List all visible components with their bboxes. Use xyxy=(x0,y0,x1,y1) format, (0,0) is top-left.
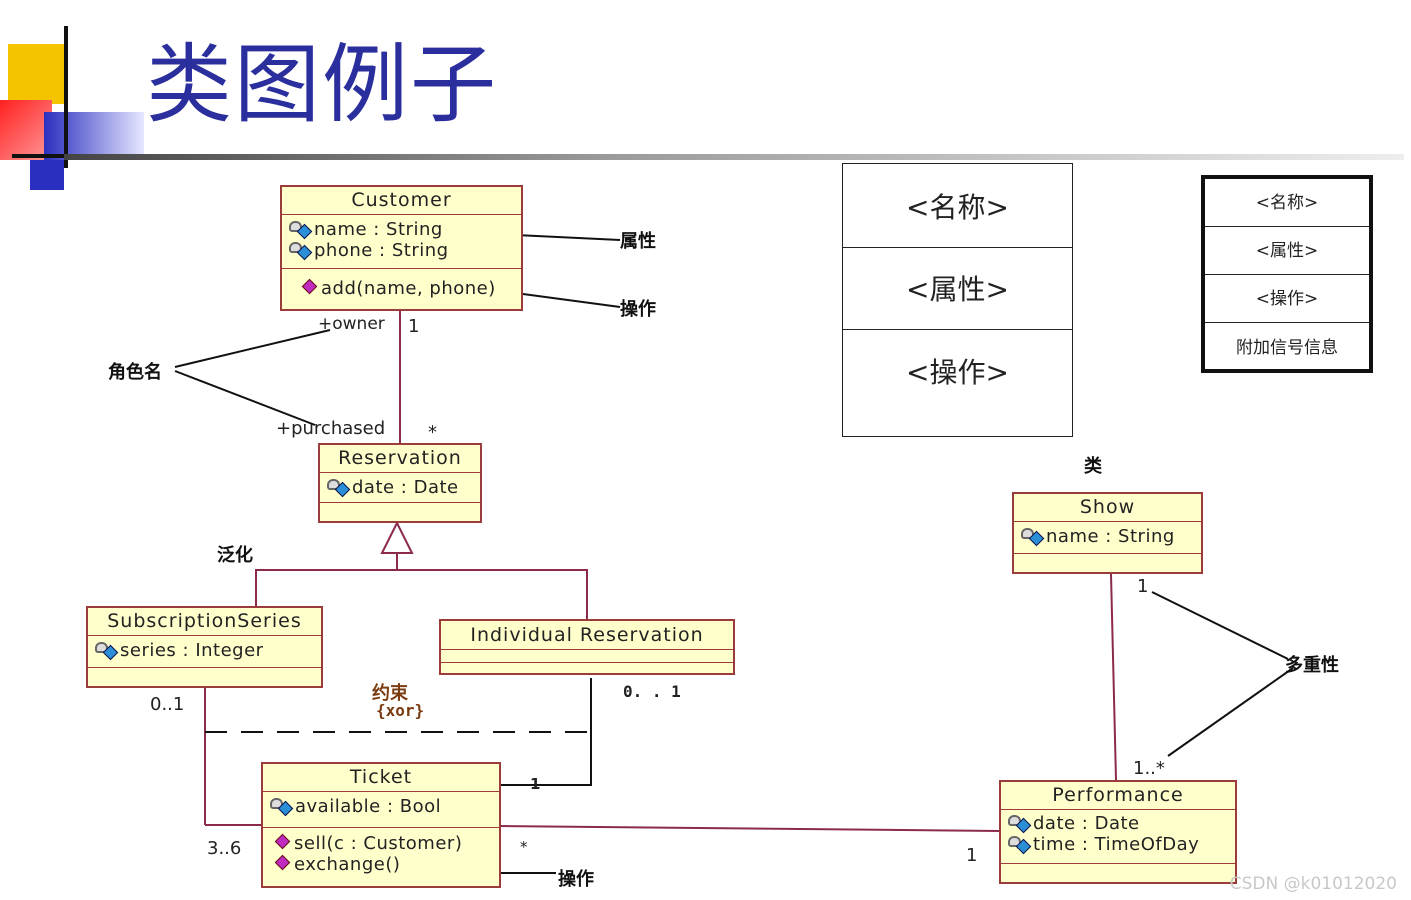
annotation-role-name: 角色名 xyxy=(108,362,162,383)
mult-reservation: * xyxy=(428,422,437,443)
deco-horizontal-bar xyxy=(12,154,74,158)
deco-yellow-square xyxy=(8,44,66,104)
class-name: Show xyxy=(1014,494,1201,522)
attribute-row: name : String xyxy=(1014,526,1201,547)
class-ticket: Ticket available : Bool sell(c : Custome… xyxy=(261,762,501,888)
page-title: 类图例子 xyxy=(146,35,498,135)
public-operation-icon xyxy=(301,278,318,295)
legend-class-notation: <名称> <属性> <操作> xyxy=(842,163,1073,437)
public-operation-icon xyxy=(274,854,291,871)
annotation-operation-ticket: 操作 xyxy=(558,869,594,890)
class-reservation: Reservation date : Date xyxy=(318,443,482,523)
attribute-row: name : String xyxy=(282,219,521,240)
legend-name-compartment: <名称> xyxy=(843,164,1072,248)
attributes-section: date : Date xyxy=(320,473,480,503)
private-attribute-icon xyxy=(94,642,119,661)
mult-pointer-perf xyxy=(1167,667,1294,757)
attribute-row: available : Bool xyxy=(263,796,499,817)
attribute-row: phone : String xyxy=(282,240,521,261)
mult-individual: 0. . 1 xyxy=(623,682,681,701)
header-decoration xyxy=(0,0,150,200)
role-pointer-owner xyxy=(174,329,331,368)
annotation-attribute: 属性 xyxy=(620,231,656,252)
deco-blue-small xyxy=(30,160,64,190)
class-name: Customer xyxy=(282,187,521,215)
attributes-section: series : Integer xyxy=(88,636,321,668)
legend-attribute-compartment: <属性> xyxy=(843,248,1072,330)
assoc-show-performance xyxy=(1110,573,1117,781)
mult-customer: 1 xyxy=(408,316,420,337)
public-operation-icon xyxy=(274,833,291,850)
legend2-attribute-compartment: <属性> xyxy=(1205,227,1369,275)
assoc-ind-ticket xyxy=(500,678,592,786)
private-attribute-icon xyxy=(288,242,313,261)
annotation-class: 类 xyxy=(1084,456,1102,477)
class-name: Individual Reservation xyxy=(441,621,733,650)
private-attribute-icon xyxy=(1020,528,1045,547)
deco-blue-square xyxy=(44,112,144,160)
role-owner: +owner xyxy=(318,314,385,334)
mult-ticket-performance: * xyxy=(520,838,528,856)
attributes-section: available : Bool xyxy=(263,792,499,828)
attributes-section: date : Date time : TimeOfDay xyxy=(1001,810,1235,864)
legend2-signal-compartment: 附加信号信息 xyxy=(1236,338,1338,358)
watermark: CSDN @k01012020 xyxy=(1229,874,1397,894)
attribute-row: series : Integer xyxy=(88,640,321,661)
legend-operation-compartment: <操作> xyxy=(906,356,1009,389)
legend-extended-notation: <名称> <属性> <操作> 附加信号信息 xyxy=(1201,175,1373,373)
class-subscription-series: SubscriptionSeries series : Integer xyxy=(86,606,323,688)
private-attribute-icon xyxy=(269,798,294,817)
class-name: Performance xyxy=(1001,782,1235,810)
attribute-row: time : TimeOfDay xyxy=(1001,834,1235,855)
mult-pointer-show xyxy=(1151,591,1289,660)
gen-branch-subscription xyxy=(255,569,588,619)
operation-row: add(name, phone) xyxy=(282,278,521,299)
operations-section: add(name, phone) xyxy=(282,269,521,299)
attribute-row: date : Date xyxy=(320,477,480,498)
mult-performance: 1..* xyxy=(1133,758,1165,779)
annotation-operation: 操作 xyxy=(620,299,656,320)
class-individual-reservation: Individual Reservation xyxy=(439,619,735,675)
attribute-row: date : Date xyxy=(1001,813,1235,834)
mult-ticket-individual: 1 xyxy=(530,775,541,793)
role-pointer-purchased xyxy=(174,370,316,426)
attributes-section: name : String xyxy=(1014,522,1201,554)
private-attribute-icon xyxy=(326,479,351,498)
operation-row: sell(c : Customer) xyxy=(263,833,499,854)
class-performance: Performance date : Date time : TimeOfDay xyxy=(999,780,1237,884)
deco-red-square xyxy=(0,100,52,160)
mult-subscription: 0..1 xyxy=(150,694,185,715)
class-name: Ticket xyxy=(263,764,499,792)
attributes-section: name : String phone : String xyxy=(282,215,521,269)
class-show: Show name : String xyxy=(1012,492,1203,574)
annotation-constraint: 约束 xyxy=(372,683,408,704)
attributes-section xyxy=(441,650,733,663)
private-attribute-icon xyxy=(1007,836,1032,855)
class-name: Reservation xyxy=(320,445,480,473)
mult-performance-ticket: 1 xyxy=(966,845,978,866)
class-name: SubscriptionSeries xyxy=(88,608,321,636)
role-purchased: +purchased xyxy=(276,418,386,439)
mult-show: 1 xyxy=(1137,576,1149,597)
mult-ticket-subscription: 3..6 xyxy=(207,838,242,859)
class-customer: Customer name : String phone : String ad… xyxy=(280,185,523,311)
op-pointer xyxy=(507,291,621,308)
annotation-xor: {xor} xyxy=(376,701,425,720)
header-underline xyxy=(64,154,1404,160)
legend2-name-compartment: <名称> xyxy=(1205,179,1369,227)
annotation-multiplicity: 多重性 xyxy=(1285,655,1339,676)
deco-vertical-bar xyxy=(64,26,68,168)
legend2-operation-compartment: <操作> xyxy=(1205,275,1369,323)
operation-row: exchange() xyxy=(263,854,499,875)
private-attribute-icon xyxy=(288,221,313,240)
annotation-generalization: 泛化 xyxy=(217,545,253,566)
generalization-arrowhead xyxy=(380,520,414,554)
private-attribute-icon xyxy=(1007,815,1032,834)
operations-section: sell(c : Customer) exchange() xyxy=(263,828,499,875)
assoc-ticket-performance xyxy=(499,825,1001,832)
